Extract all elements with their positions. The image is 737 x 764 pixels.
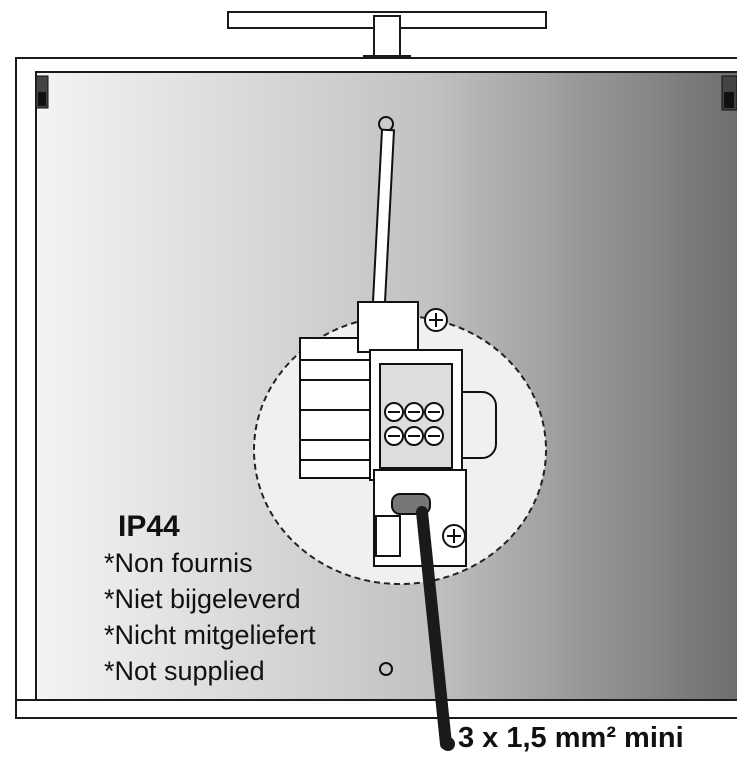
note-nl: *Niet bijgeleverd bbox=[104, 584, 301, 614]
terminal-screws bbox=[384, 308, 466, 548]
ip-rating-label: IP44 bbox=[118, 510, 180, 543]
mounting-bracket bbox=[227, 11, 547, 61]
power-cable bbox=[416, 506, 455, 751]
panel-frame bbox=[15, 57, 737, 719]
corner-clip-left bbox=[35, 75, 49, 109]
cable-spec-label: 3 x 1,5 mm² mini bbox=[458, 722, 684, 754]
terminal-block bbox=[299, 301, 497, 567]
note-en: *Not supplied bbox=[104, 656, 265, 686]
note-de: *Nicht mitgeliefert bbox=[104, 620, 316, 650]
small-hole bbox=[379, 662, 393, 676]
note-fr: *Non fournis bbox=[104, 548, 253, 578]
corner-clip-right bbox=[721, 75, 737, 111]
